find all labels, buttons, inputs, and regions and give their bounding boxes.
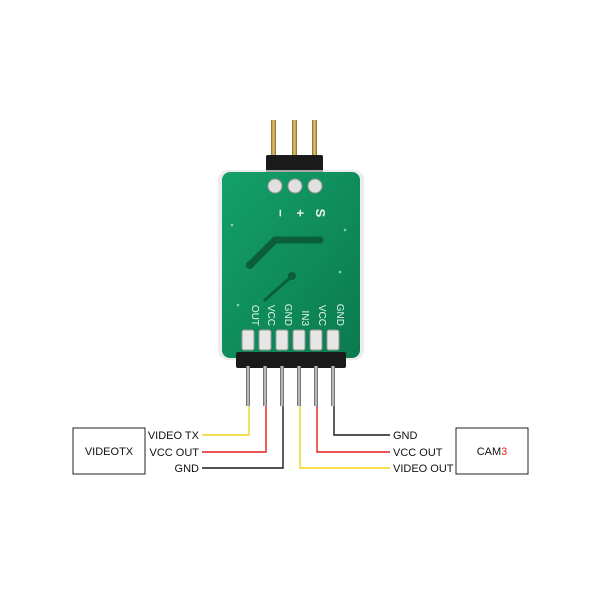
top-pad-label-plus: + xyxy=(293,209,308,217)
cam-label-prefix: CAM xyxy=(477,446,501,458)
bottom-header-pins xyxy=(236,352,346,406)
cam-label: CAM3 xyxy=(477,446,508,458)
wire-video-tx xyxy=(202,406,250,436)
wire-gnd-left xyxy=(202,406,284,469)
cam-box: CAM3 xyxy=(455,427,529,475)
wire-vcc-out-left xyxy=(202,406,267,453)
left-wires xyxy=(202,406,284,469)
bottom-pad-labels: OUT VCC GND IN3 VCC GND xyxy=(249,304,345,327)
top-pads: − + S xyxy=(267,178,328,218)
pad-label-in3: IN3 xyxy=(299,310,310,326)
label-video-out: VIDEO OUT xyxy=(393,463,454,475)
videotx-label: VIDEOTX xyxy=(85,446,134,458)
label-video-tx: VIDEO TX xyxy=(148,430,200,442)
top-pad-label-signal: S xyxy=(313,209,328,218)
label-gnd-left: GND xyxy=(175,463,200,475)
pad-label-vcc-2: VCC xyxy=(316,305,327,326)
label-vcc-out-right: VCC OUT xyxy=(393,447,443,459)
videotx-box: VIDEOTX xyxy=(72,427,146,475)
pad-label-gnd-1: GND xyxy=(282,304,293,326)
cam-label-suffix: 3 xyxy=(501,446,507,458)
label-gnd-right: GND xyxy=(393,430,418,442)
wire-vcc-out-right xyxy=(316,406,390,453)
top-header-pins xyxy=(266,120,323,175)
label-vcc-out-left: VCC OUT xyxy=(150,447,200,459)
pad-label-vcc-1: VCC xyxy=(265,305,276,326)
wire-gnd-right xyxy=(333,406,390,436)
pad-label-out: OUT xyxy=(249,305,260,326)
pad-label-gnd-2: GND xyxy=(334,304,345,326)
top-pad-label-minus: − xyxy=(273,209,288,217)
pcb-board xyxy=(222,172,360,358)
wire-video-out xyxy=(299,406,390,469)
bottom-pads xyxy=(241,329,340,351)
right-wires xyxy=(299,406,390,469)
